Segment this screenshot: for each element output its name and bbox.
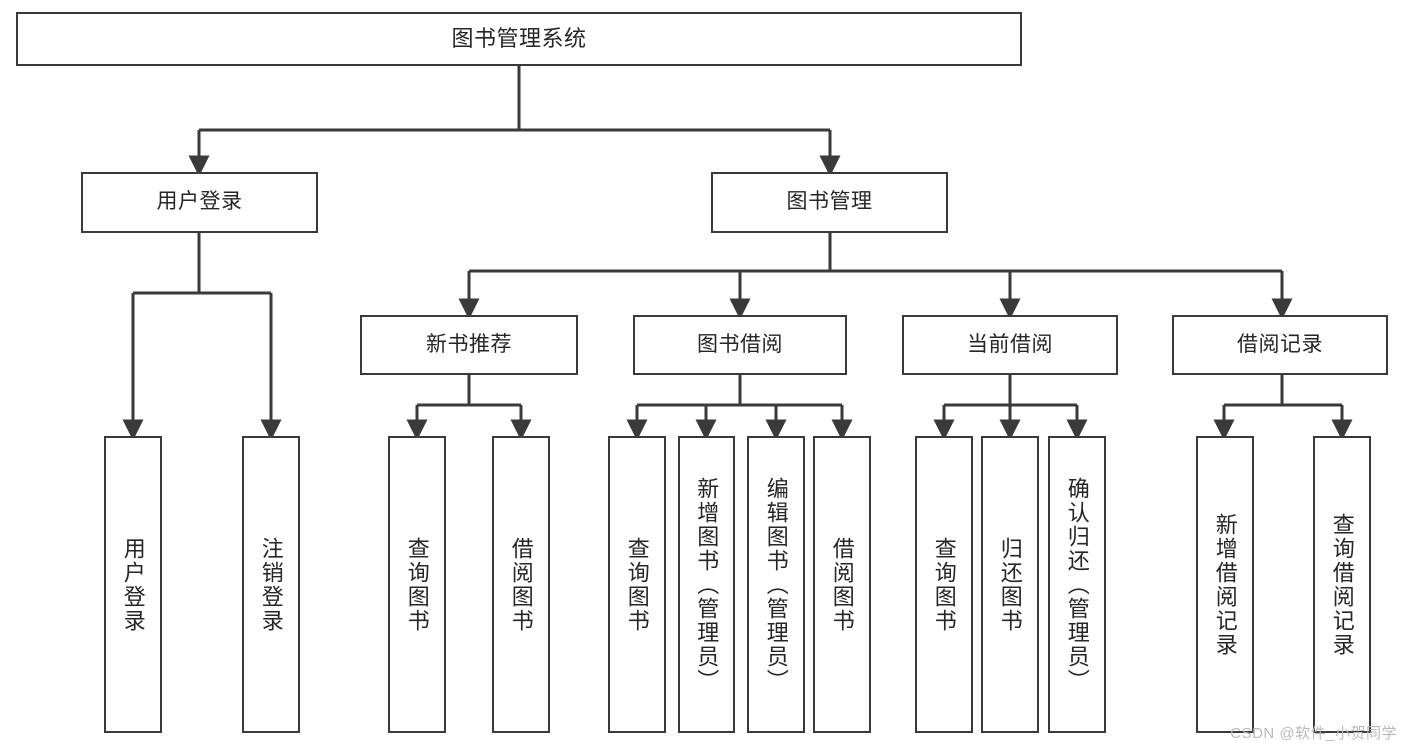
node-leaf-user-login[interactable]: 用户登录: [104, 436, 162, 733]
node-leaf-record-add-record[interactable]: 新增借阅记录: [1196, 436, 1254, 733]
node-label: 借阅图书: [829, 536, 855, 633]
node-label: 图书借阅: [697, 332, 783, 356]
node-label: 用户登录: [156, 190, 243, 214]
csdn-watermark: CSDN @软件_小贺同学: [1230, 725, 1397, 742]
node-label: 图书管理系统: [451, 26, 587, 52]
node-root-book-management-system[interactable]: 图书管理系统: [16, 12, 1022, 66]
node-label: 归还图书: [997, 536, 1023, 633]
node-book-management[interactable]: 图书管理: [711, 172, 948, 233]
node-label: 用户登录: [120, 536, 146, 633]
node-label: 注销登录: [258, 536, 284, 633]
node-leaf-logout[interactable]: 注销登录: [242, 436, 300, 733]
node-label: 查询图书: [624, 536, 650, 633]
node-label: 新增图书（管理员）: [694, 476, 720, 693]
node-user-login[interactable]: 用户登录: [81, 172, 318, 233]
node-label: 借阅记录: [1237, 332, 1323, 356]
node-leaf-current-confirm-return-admin[interactable]: 确认归还（管理员）: [1048, 436, 1106, 733]
node-label: 编辑图书（管理员）: [763, 476, 789, 693]
node-label: 新增借阅记录: [1212, 512, 1238, 657]
node-leaf-recommend-borrow-book[interactable]: 借阅图书: [492, 436, 550, 733]
node-label: 当前借阅: [967, 332, 1053, 356]
node-label: 确认归还（管理员）: [1064, 476, 1090, 693]
node-label: 图书管理: [786, 190, 873, 214]
node-current-borrow[interactable]: 当前借阅: [902, 315, 1118, 375]
node-leaf-record-query-record[interactable]: 查询借阅记录: [1313, 436, 1371, 733]
node-new-book-recommend[interactable]: 新书推荐: [360, 315, 578, 375]
node-label: 查询图书: [931, 536, 957, 633]
node-leaf-borrow-edit-book-admin[interactable]: 编辑图书（管理员）: [747, 436, 805, 733]
node-leaf-borrow-query-book[interactable]: 查询图书: [608, 436, 666, 733]
node-label: 查询图书: [404, 536, 430, 633]
node-label: 新书推荐: [426, 332, 512, 356]
node-borrow-record[interactable]: 借阅记录: [1172, 315, 1388, 375]
node-leaf-recommend-query-book[interactable]: 查询图书: [388, 436, 446, 733]
node-book-borrow[interactable]: 图书借阅: [633, 315, 847, 375]
node-label: 借阅图书: [508, 536, 534, 633]
node-leaf-borrow-add-book-admin[interactable]: 新增图书（管理员）: [678, 436, 735, 733]
node-leaf-current-query-book[interactable]: 查询图书: [915, 436, 973, 733]
node-label: 查询借阅记录: [1329, 512, 1355, 657]
node-leaf-borrow-borrow-book[interactable]: 借阅图书: [813, 436, 871, 733]
node-leaf-current-return-book[interactable]: 归还图书: [981, 436, 1039, 733]
